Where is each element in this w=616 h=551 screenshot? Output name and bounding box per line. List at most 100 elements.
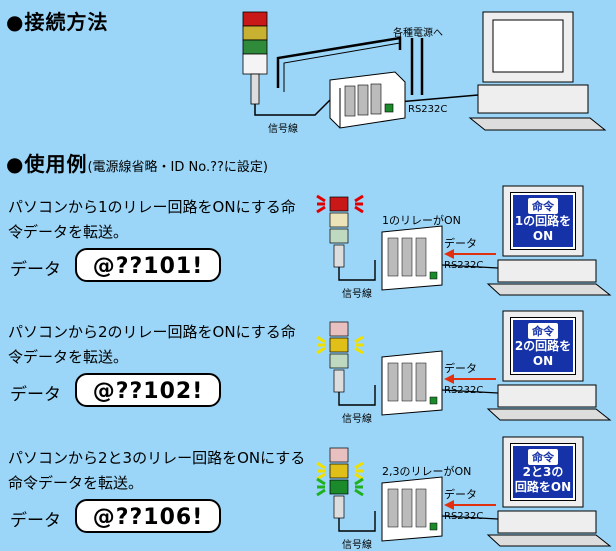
rs232c-label: RS232C [444,260,484,271]
tower-base [333,495,345,519]
signal-tower-icon [242,11,268,105]
relay-on-label: 1のリレーがON [382,214,461,227]
wiring [254,36,479,116]
pc-body-icon [497,259,597,283]
data-value: @??102! [75,373,221,407]
yellow-lamp-icon [329,463,349,479]
description-line: 令データを転送。 [8,348,129,366]
pc-body-icon [497,384,597,408]
description-line: パソコンから2と3のリレー回路をONにする [8,449,306,467]
light-ray [316,194,326,203]
command-text: 回路をON [514,480,572,494]
light-ray [316,488,326,497]
keyboard-icon [486,534,612,547]
light-ray [354,477,364,486]
relay-module [415,488,427,528]
rs232c-label: RS232C [408,104,448,115]
green-lamp-icon [329,479,349,495]
relay-on-label: 2,3のリレーがON [382,465,472,478]
light-ray [354,461,364,470]
signal-cable [338,260,376,281]
command-tag: 命令 [528,449,558,465]
data-arrow-label: データ [444,362,477,375]
light-ray [354,205,364,214]
section-usage-title: ●使用例(電源線省略・ID No.??に設定) [6,148,268,177]
signal-cable [338,511,376,532]
keyboard-icon [486,283,612,296]
light-ray [354,488,364,497]
data-arrow-head [444,500,454,510]
description-line: パソコンから1のリレー回路をONにする命 [8,198,296,216]
example-description: パソコンから2と3のリレー回路をONにする命令データを転送。 [8,446,308,496]
command-tag: 命令 [528,198,558,214]
status-led [429,396,438,405]
light-ray [354,194,364,203]
example-description: パソコンから1のリレー回路をONにする命令データを転送。 [8,195,308,245]
description-line: 命令データを転送。 [8,474,144,492]
computer-icon [468,11,607,131]
relay-module [387,488,399,528]
section-connection-title: ●接続方法 [6,10,109,34]
command-text: ON [532,354,554,368]
data-arrow-label: データ [444,488,477,501]
yellow-lamp-icon [329,337,349,353]
red-lamp-icon [329,447,349,463]
relay-module [387,362,399,402]
relay-module [401,362,413,402]
rs232c-label: RS232C [444,511,484,522]
keyboard-icon [486,408,612,421]
relay-module [415,362,427,402]
relay-module [415,237,427,277]
signal-cable [338,385,376,406]
rs232c-cable [441,389,499,394]
description-line: パソコンから2のリレー回路をONにする命 [8,323,296,341]
status-led [429,522,438,531]
signal-line-label: 信号線 [268,124,298,135]
data-value: @??101! [75,248,221,282]
data-label: データ [10,385,61,405]
yellow-lamp-icon [329,212,349,228]
data-arrow-label: データ [444,237,477,250]
light-ray [316,477,326,486]
light-ray [316,461,326,470]
rs232c-cable [441,264,499,269]
command-text: 2の回路を [514,339,572,353]
status-led [429,271,438,280]
example-description: パソコンから2のリレー回路をONにする命令データを転送。 [8,320,308,370]
light-ray [316,335,326,344]
data-arrow-head [444,374,454,384]
usage-note: (電源線省略・ID No.??に設定) [87,160,268,175]
data-label: データ [10,511,61,531]
relay-unit-icon [329,71,406,129]
relay-module [401,488,413,528]
data-value: @??106! [75,499,221,533]
description-line: 令データを転送。 [8,223,129,241]
light-ray [316,346,326,355]
signal-line-label: 信号線 [342,414,372,425]
red-lamp-icon [329,321,349,337]
light-ray [316,205,326,214]
relay-module [401,237,413,277]
red-lamp-icon [329,196,349,212]
data-arrow-head [444,249,454,259]
command-text: ON [532,229,554,243]
command-text: 1の回路を [514,214,572,228]
signal-line-label: 信号線 [342,289,372,300]
rs232c-label: RS232C [444,385,484,396]
green-lamp-icon [329,353,349,369]
light-ray [354,346,364,355]
command-tag: 命令 [528,323,558,339]
rs232c-cable [441,515,499,520]
signal-line-label: 信号線 [342,540,372,551]
relay-module [387,237,399,277]
power-label: 各種電源へ [393,28,443,39]
usage-title-text: ●使用例 [6,152,88,176]
light-ray [354,335,364,344]
green-lamp-icon [329,228,349,244]
pc-body-icon [497,510,597,534]
command-text: 2と3の [522,465,564,479]
